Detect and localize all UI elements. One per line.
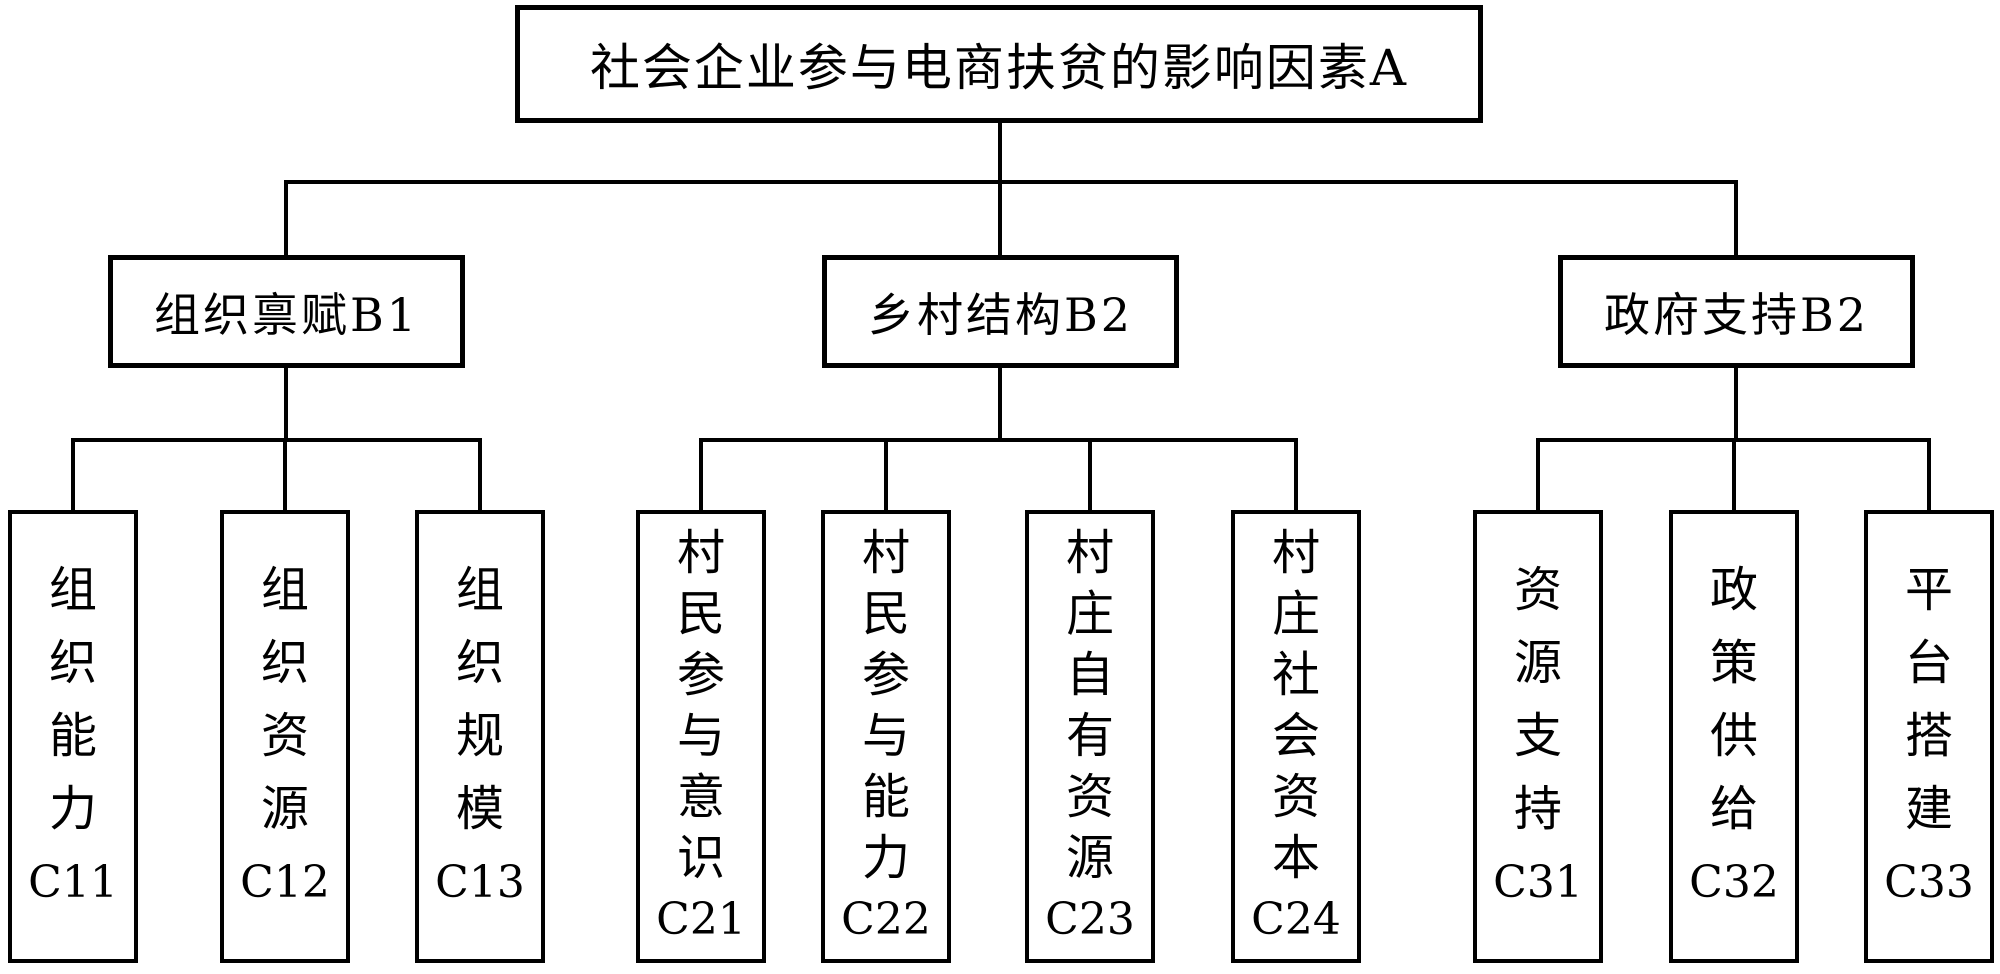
leaf-node-code: C24 xyxy=(1251,894,1341,945)
branch-node-b2: 乡村结构B2 xyxy=(822,255,1179,368)
branch-trunk-line-3 xyxy=(1734,368,1738,438)
branch-drop-line-1 xyxy=(284,180,288,255)
leaf-drop-line-c23 xyxy=(1088,438,1092,510)
leaf-node-char: 意 xyxy=(676,769,725,825)
leaf-node-char: 民 xyxy=(861,586,910,642)
leaf-node-char: 识 xyxy=(676,830,725,886)
leaf-node-char: 源 xyxy=(1513,635,1562,691)
leaf-node-char: 搭 xyxy=(1904,708,1953,764)
leaf-node-char: 政 xyxy=(1709,562,1758,618)
leaf-node-char: 本 xyxy=(1271,830,1320,886)
leaf-node-code: C33 xyxy=(1884,857,1974,908)
leaf-node-char: 支 xyxy=(1513,708,1562,764)
root-trunk-line xyxy=(998,123,1002,180)
leaf-node-char: 与 xyxy=(676,708,725,764)
leaf-drop-line-c24 xyxy=(1294,438,1298,510)
leaf-node-char: 资 xyxy=(1271,769,1320,825)
branch-node-b3-label: 政府支持B2 xyxy=(1603,287,1870,342)
leaf-node-char: 与 xyxy=(861,708,910,764)
leaf-node-c33: 平台搭建 C33 xyxy=(1864,510,1994,963)
level2-connector-bar-2 xyxy=(699,438,1298,442)
root-node: 社会企业参与电商扶贫的影响因素A xyxy=(515,5,1483,123)
leaf-node-char: 组 xyxy=(455,562,504,618)
leaf-node-code: C21 xyxy=(656,894,746,945)
level2-connector-bar-1 xyxy=(71,438,482,442)
leaf-drop-line-c32 xyxy=(1732,438,1736,510)
branch-node-b3: 政府支持B2 xyxy=(1558,255,1915,368)
branch-node-b2-label: 乡村结构B2 xyxy=(867,287,1134,342)
leaf-node-c11: 组织能力 C11 xyxy=(8,510,138,963)
branch-trunk-line-2 xyxy=(998,368,1002,438)
leaf-node-char: 资 xyxy=(1065,769,1114,825)
leaf-node-char: 有 xyxy=(1065,708,1114,764)
leaf-node-char: 民 xyxy=(676,586,725,642)
leaf-node-char: 社 xyxy=(1271,647,1320,703)
leaf-node-code: C11 xyxy=(28,857,118,908)
leaf-node-char: 源 xyxy=(260,781,309,837)
leaf-drop-line-c33 xyxy=(1927,438,1931,510)
leaf-node-char: 规 xyxy=(455,708,504,764)
leaf-node-char: 组 xyxy=(260,562,309,618)
leaf-drop-line-c21 xyxy=(699,438,703,510)
leaf-node-char: 织 xyxy=(48,635,97,691)
leaf-node-code: C22 xyxy=(841,894,931,945)
leaf-node-c12: 组织资源 C12 xyxy=(220,510,350,963)
leaf-node-char: 给 xyxy=(1709,781,1758,837)
leaf-node-code: C13 xyxy=(435,857,525,908)
leaf-node-c13: 组织规模 C13 xyxy=(415,510,545,963)
leaf-drop-line-c12 xyxy=(283,438,287,510)
leaf-node-char: 能 xyxy=(48,708,97,764)
leaf-node-char: 村 xyxy=(1065,525,1114,581)
leaf-node-c32: 政策供给 C32 xyxy=(1669,510,1799,963)
leaf-node-code: C31 xyxy=(1493,857,1583,908)
leaf-node-c23: 村庄自有资源 C23 xyxy=(1025,510,1155,963)
leaf-node-c24: 村庄社会资本 C24 xyxy=(1231,510,1361,963)
leaf-node-char: 自 xyxy=(1065,647,1114,703)
leaf-node-char: 会 xyxy=(1271,708,1320,764)
leaf-node-char: 村 xyxy=(676,525,725,581)
root-node-label: 社会企业参与电商扶贫的影响因素A xyxy=(589,39,1409,97)
leaf-node-char: 庄 xyxy=(1271,586,1320,642)
leaf-node-char: 策 xyxy=(1709,635,1758,691)
leaf-node-char: 模 xyxy=(455,781,504,837)
leaf-node-code: C12 xyxy=(240,857,330,908)
leaf-node-c22: 村民参与能力 C22 xyxy=(821,510,951,963)
leaf-node-char: 村 xyxy=(1271,525,1320,581)
leaf-node-code: C32 xyxy=(1689,857,1779,908)
branch-node-b1: 组织禀赋B1 xyxy=(108,255,465,368)
leaf-node-c31: 资源支持 C31 xyxy=(1473,510,1603,963)
leaf-node-char: 平 xyxy=(1904,562,1953,618)
leaf-drop-line-c31 xyxy=(1536,438,1540,510)
level1-connector-bar xyxy=(284,180,1738,184)
leaf-drop-line-c13 xyxy=(478,438,482,510)
leaf-node-char: 持 xyxy=(1513,781,1562,837)
leaf-node-char: 力 xyxy=(861,830,910,886)
leaf-node-char: 能 xyxy=(861,769,910,825)
leaf-node-code: C23 xyxy=(1045,894,1135,945)
leaf-node-char: 资 xyxy=(1513,562,1562,618)
leaf-node-char: 参 xyxy=(861,647,910,703)
leaf-node-char: 力 xyxy=(48,781,97,837)
leaf-node-char: 村 xyxy=(861,525,910,581)
leaf-node-char: 台 xyxy=(1904,635,1953,691)
leaf-node-c21: 村民参与意识 C21 xyxy=(636,510,766,963)
leaf-node-char: 参 xyxy=(676,647,725,703)
leaf-node-char: 组 xyxy=(48,562,97,618)
branch-drop-line-2 xyxy=(998,180,1002,255)
leaf-node-char: 供 xyxy=(1709,708,1758,764)
leaf-drop-line-c22 xyxy=(884,438,888,510)
leaf-node-char: 建 xyxy=(1904,781,1953,837)
leaf-node-char: 庄 xyxy=(1065,586,1114,642)
leaf-node-char: 源 xyxy=(1065,830,1114,886)
leaf-node-char: 织 xyxy=(260,635,309,691)
branch-trunk-line-1 xyxy=(284,368,288,438)
leaf-node-char: 资 xyxy=(260,708,309,764)
leaf-node-char: 织 xyxy=(455,635,504,691)
leaf-drop-line-c11 xyxy=(71,438,75,510)
branch-drop-line-3 xyxy=(1734,180,1738,255)
branch-node-b1-label: 组织禀赋B1 xyxy=(153,287,420,342)
